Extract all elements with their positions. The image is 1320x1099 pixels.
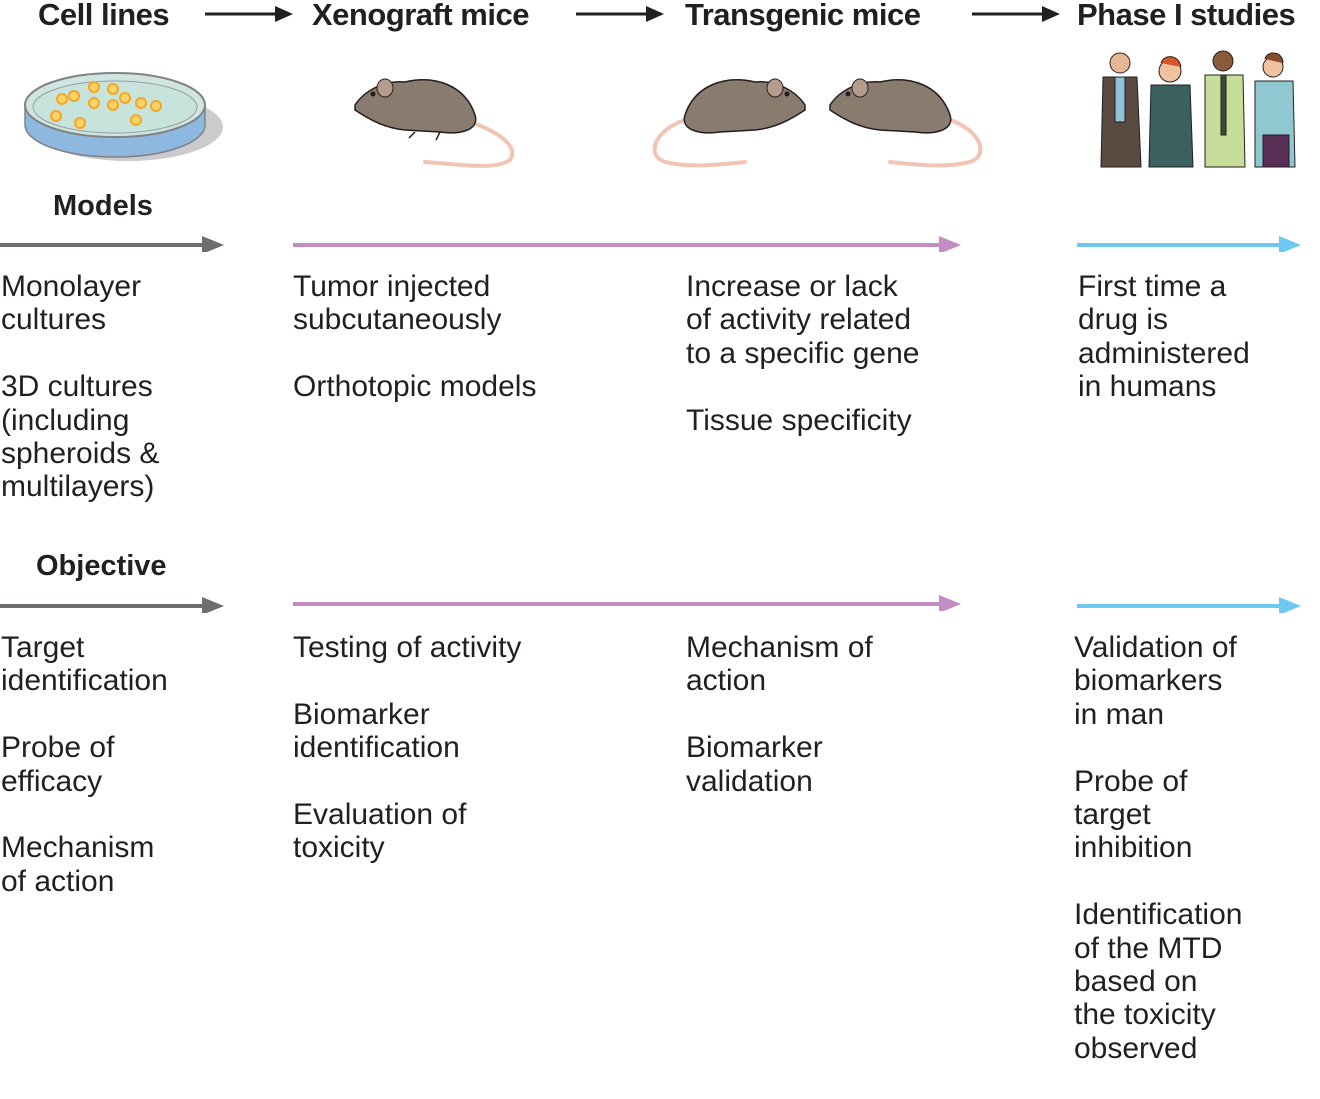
models-cell-lines: Monolayer cultures 3D cultures (includin… bbox=[1, 270, 159, 537]
section-label-objective: Objective bbox=[36, 550, 167, 582]
flow-arrow-icon bbox=[972, 6, 1060, 22]
models-phase-1: First time a drug is administered in hum… bbox=[1078, 270, 1250, 437]
mouse-icon bbox=[354, 78, 515, 168]
model-item: Tissue specificity bbox=[686, 403, 912, 437]
objective-cell-lines: Target identification Probe of efficacy … bbox=[1, 631, 168, 932]
objective-item: Probe of efficacy bbox=[1, 731, 115, 798]
objective-item: Mechanism of action bbox=[686, 631, 873, 698]
stage-transgenic-mice: Transgenic mice bbox=[685, 0, 921, 32]
objective-item: Mechanism of action bbox=[1, 831, 155, 898]
timeline-arrow-mice bbox=[293, 595, 961, 611]
objective-item: Evaluation of toxicity bbox=[293, 798, 467, 865]
stage-cell-lines: Cell lines bbox=[38, 0, 170, 32]
objective-item: Validation of biomarkers in man bbox=[1074, 631, 1237, 731]
model-item: Monolayer cultures bbox=[1, 270, 142, 337]
model-item: Orthotopic models bbox=[293, 370, 537, 404]
objective-xenograft: Testing of activity Biomarker identifica… bbox=[293, 631, 521, 898]
model-item: Tumor injected subcutaneously bbox=[293, 270, 502, 337]
section-label-models: Models bbox=[53, 190, 153, 222]
timeline-arrow-cell-lines bbox=[0, 236, 224, 252]
model-item: 3D cultures (including spheroids & multi… bbox=[1, 370, 160, 504]
stage-phase-1-studies: Phase I studies bbox=[1077, 0, 1296, 32]
models-transgenic: Increase or lack of activity related to … bbox=[686, 270, 919, 470]
flow-arrow-icon bbox=[576, 6, 664, 22]
objective-item: Probe of target inhibition bbox=[1074, 764, 1193, 865]
flow-arrow-icon bbox=[205, 6, 293, 22]
objective-item: Biomarker validation bbox=[686, 731, 823, 798]
objective-transgenic: Mechanism of action Biomarker validation bbox=[686, 631, 873, 831]
objective-item: Target identification bbox=[1, 631, 168, 698]
timeline-arrow-cell-lines bbox=[0, 597, 224, 613]
petri-dish-icon bbox=[24, 72, 223, 161]
timeline-arrow-phase-1 bbox=[1077, 236, 1301, 252]
people-group-icon bbox=[1100, 50, 1296, 168]
objective-item: Biomarker identification bbox=[293, 697, 460, 765]
model-item: Increase or lack of activity related to … bbox=[686, 270, 920, 370]
model-item: First time a drug is administered in hum… bbox=[1078, 270, 1250, 404]
objective-phase-1: Validation of biomarkers in man Probe of… bbox=[1074, 631, 1242, 1099]
objective-item: Identification of the MTD based on the t… bbox=[1074, 898, 1243, 1065]
stage-xenograft-mice: Xenograft mice bbox=[312, 0, 529, 32]
timeline-arrow-phase-1 bbox=[1077, 597, 1301, 613]
timeline-arrow-mice bbox=[293, 236, 961, 252]
models-xenograft: Tumor injected subcutaneously Orthotopic… bbox=[293, 270, 536, 437]
two-mice-icon bbox=[652, 78, 983, 168]
objective-item: Testing of activity bbox=[293, 631, 522, 664]
